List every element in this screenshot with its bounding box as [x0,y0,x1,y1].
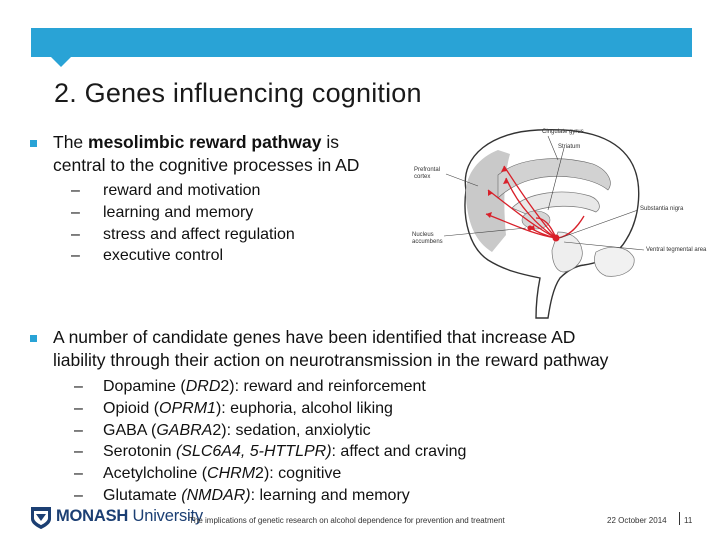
list-item: –Serotonin (SLC6A4, 5-HTTLPR): affect an… [74,443,467,461]
brain-diagram: Cingulate gyrus Striatum Prefrontal cort… [408,120,712,320]
page-title: 2. Genes influencing cognition [54,78,422,108]
section2-line2: liability through their action on neurot… [53,350,609,370]
corpus-callosum [511,191,600,215]
list-item: –Dopamine (DRD2): reward and reinforceme… [74,378,426,395]
gene-system: Serotonin [103,443,176,461]
list-item: –Acetylcholine (CHRM2): cognitive [74,465,342,483]
gene-name: (SLC6A4, 5-HTTLPR) [175,443,332,461]
gene-system: Glutamate [103,486,182,504]
bullet-square [30,140,37,147]
list-item-text: stress and affect regulation [103,225,295,243]
label-substantia-nigra: Substantia nigra [640,206,684,212]
section1-lead-suffix: is [321,132,339,152]
list-item: –Glutamate (NMDAR): learning and memory [74,486,410,504]
list-item: –executive control [71,247,224,265]
label-nucleus-accumbens: Nucleus accumbens [412,232,443,245]
gene-name: CHRM [207,465,256,483]
gene-effect: : learning and memory [250,486,410,504]
gene-name: OPRM1 [159,399,216,417]
footer-note: The implications of genetic research on … [189,516,505,525]
list-item: –GABA (GABRA2): sedation, anxiolytic [74,421,371,439]
gene-system: Dopamine ( [103,378,186,395]
footer-date: 22 October 2014 [607,516,667,525]
gene-effect: : affect and craving [331,443,467,461]
brainstem [551,231,583,273]
gene-name: GABRA [156,421,213,439]
section1-lead: The mesolimbic reward pathway is central… [53,131,359,177]
list-item-text: reward and motivation [103,182,261,199]
section1-lead-line2: central to the cognitive processes in AD [53,155,360,175]
list-item: –learning and memory [71,203,254,221]
label-striatum: Striatum [558,144,581,150]
list-item-text: learning and memory [103,203,254,221]
gene-system: Opioid ( [103,399,160,417]
gene-effect: 2): reward and reinforcement [220,378,426,395]
gene-effect: ): euphoria, alcohol liking [215,399,393,417]
list-item: –Opioid (OPRM1): euphoria, alcohol likin… [74,399,393,417]
footer-divider [679,512,680,525]
vta-nucleus [552,234,560,242]
page-number: 11 [684,516,693,525]
list-item: –stress and affect regulation [71,225,295,243]
label-leaders [443,135,645,251]
monash-crest-icon [30,506,52,535]
cingulate-region [497,158,611,199]
list-item: –reward and motivation [71,182,261,199]
gene-name: (NMDAR) [181,486,251,504]
gene-name: DRD [185,378,221,395]
header-band-notch [50,56,72,67]
label-prefrontal-cortex: Prefrontal cortex [414,167,441,180]
gene-system: Acetylcholine ( [103,465,208,483]
section2-list: –Dopamine (DRD2): reward and reinforceme… [74,376,466,507]
gene-effect: 2): cognitive [255,465,342,483]
header-band [31,28,692,57]
list-item-text: executive control [103,247,224,265]
nucleus-accumbens-dot [527,225,533,231]
label-cingulate-gyrus: Cingulate gyrus [542,129,584,135]
section1-list: –reward and motivation –learning and mem… [71,180,295,267]
bullet-square [30,335,37,342]
cerebellum [594,246,635,277]
gene-effect: 2): sedation, anxiolytic [212,421,371,439]
label-ventral-tegmental-area: Ventral tegmental area [646,247,707,253]
brain-illustration [443,128,645,319]
monash-logo: MONASH University [56,507,203,526]
section2-line1: A number of candidate genes have been id… [53,327,576,347]
section1-lead-prefix: The [53,132,89,152]
gene-system: GABA ( [103,421,157,439]
section1-lead-bold: mesolimbic reward pathway [88,132,322,152]
section2-lead: A number of candidate genes have been id… [53,326,608,372]
brand-bold: MONASH [56,507,129,525]
brand-rest: University [128,507,204,525]
